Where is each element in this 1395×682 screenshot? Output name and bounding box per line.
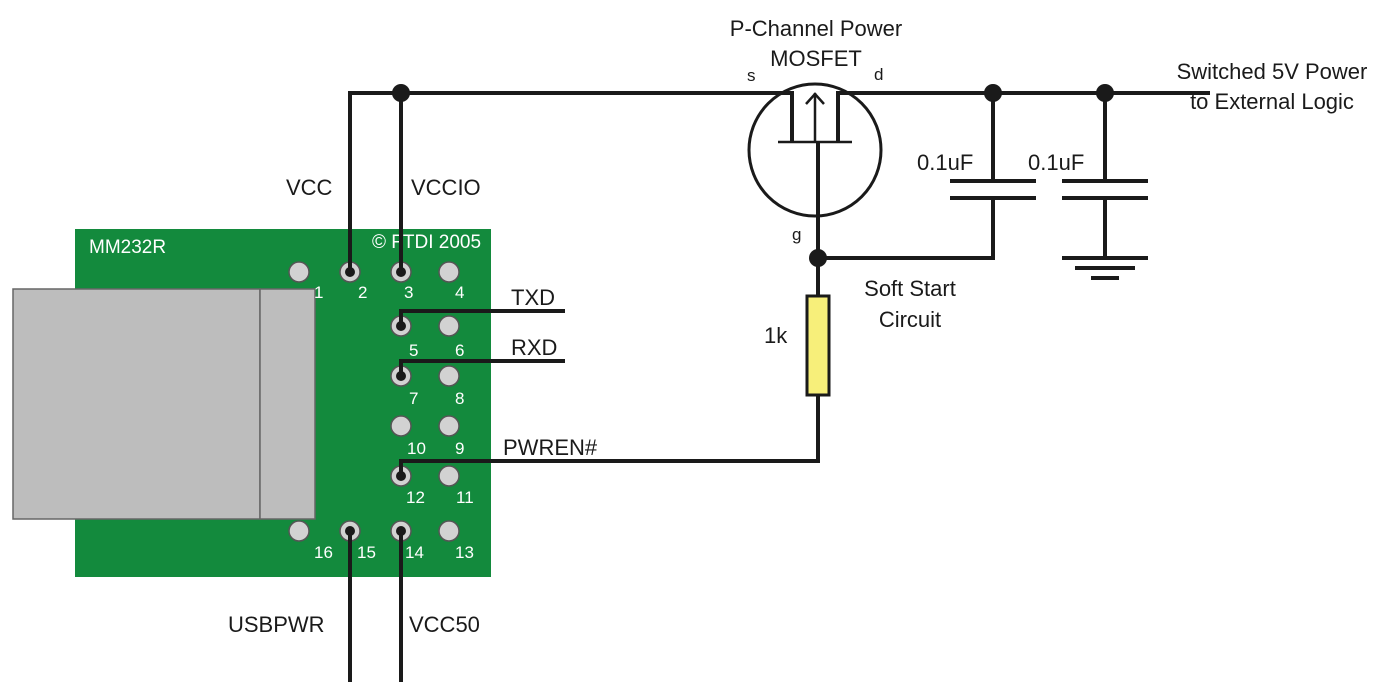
- pin-number-8: 8: [455, 389, 464, 408]
- pin-1: [288, 261, 310, 283]
- pin-number-1: 1: [314, 283, 323, 302]
- mosfet-gate-label: g: [792, 225, 801, 244]
- pin-number-14: 14: [405, 543, 424, 562]
- pin-number-16: 16: [314, 543, 333, 562]
- pin-4: [438, 261, 460, 283]
- pin-9: [438, 415, 460, 437]
- pin-8: [438, 365, 460, 387]
- mosfet-drain-label: d: [874, 65, 883, 84]
- pin-13: [438, 520, 460, 542]
- pin-16: [288, 520, 310, 542]
- pin-number-5: 5: [409, 341, 418, 360]
- pin-6: [438, 315, 460, 337]
- pin-number-4: 4: [455, 283, 464, 302]
- usb-connector: [12, 288, 316, 520]
- mosfet-title-line2: MOSFET: [770, 46, 862, 71]
- pin-number-12: 12: [406, 488, 425, 507]
- signal-rxd-label: RXD: [511, 335, 557, 360]
- output-label-line2: to External Logic: [1190, 89, 1354, 114]
- board-copyright-label: © FTDI 2005: [372, 232, 481, 253]
- pin-number-13: 13: [455, 543, 474, 562]
- ground-icon: [1062, 256, 1148, 280]
- pin-15-contact: [345, 526, 355, 536]
- pin-number-10: 10: [407, 439, 426, 458]
- mosfet-title-line1: P-Channel Power: [730, 16, 902, 41]
- signal-vccio-label: VCCIO: [411, 175, 481, 200]
- pin-number-9: 9: [455, 439, 464, 458]
- pin-number-11: 11: [456, 488, 474, 507]
- pin-number-6: 6: [455, 341, 464, 360]
- pin-2-contact: [345, 267, 355, 277]
- pin-5-contact: [396, 321, 406, 331]
- junction-vccio: [392, 84, 410, 102]
- mosfet-symbol: [747, 82, 883, 258]
- pin-number-7: 7: [409, 389, 418, 408]
- pin-number-15: 15: [357, 543, 376, 562]
- capacitor-1: [950, 179, 1036, 200]
- resistor-1k: [805, 294, 831, 397]
- junction-cap1: [984, 84, 1002, 102]
- capacitor-2: [1062, 179, 1148, 200]
- pin-numbers: 1 2 3 4 5 6 7 8 10 9 12 11 16 15 14 13: [314, 283, 474, 562]
- pin-3-contact: [396, 267, 406, 277]
- signal-vcc50-label: VCC50: [409, 612, 480, 637]
- capacitor-1-label: 0.1uF: [917, 150, 973, 175]
- pin-number-2: 2: [358, 283, 367, 302]
- signal-pwren-label: PWREN#: [503, 435, 598, 460]
- junction-cap2: [1096, 84, 1114, 102]
- output-label-line1: Switched 5V Power: [1177, 59, 1368, 84]
- resistor-label: 1k: [764, 323, 788, 348]
- pin-10: [390, 415, 412, 437]
- signal-vcc-label: VCC: [286, 175, 333, 200]
- pin-grid: [288, 261, 460, 542]
- soft-start-line1: Soft Start: [864, 276, 956, 301]
- pin-14-contact: [396, 526, 406, 536]
- mosfet-source-label: s: [747, 66, 756, 85]
- board-name-label: MM232R: [89, 237, 166, 258]
- capacitor-2-label: 0.1uF: [1028, 150, 1084, 175]
- pin-12-contact: [396, 471, 406, 481]
- pin-7-contact: [396, 371, 406, 381]
- signal-usbpwr-label: USBPWR: [228, 612, 325, 637]
- pin-11: [438, 465, 460, 487]
- signal-txd-label: TXD: [511, 285, 555, 310]
- pin-number-3: 3: [404, 283, 413, 302]
- soft-start-line2: Circuit: [879, 307, 941, 332]
